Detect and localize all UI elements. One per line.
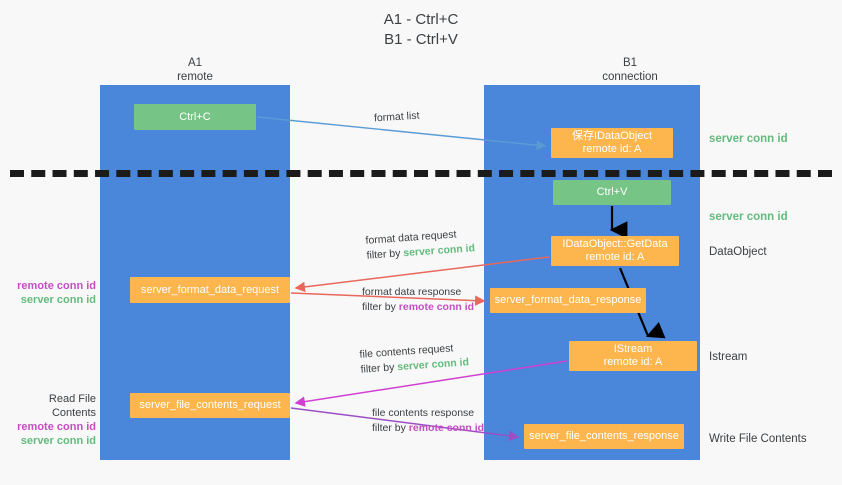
label-dataobject: DataObject	[709, 246, 767, 258]
column-header-a1: A1 remote	[177, 57, 213, 83]
label-server-conn-id-file: server conn id	[20, 435, 96, 447]
label-read-file-contents: Read File Contents	[48, 393, 96, 419]
caption-file-contents-response: file contents response filter by remote …	[372, 406, 484, 436]
filter-prefix: filter by	[362, 301, 399, 313]
label-istream: Istream	[709, 351, 748, 363]
column-header-b1: B1 connection	[602, 57, 658, 83]
label-remote-conn-id-format: remote conn id	[17, 280, 96, 292]
filter-key-remote-conn-id: remote conn id	[408, 422, 485, 434]
box-server-file-contents-request[interactable]: server_file_contents_request	[130, 393, 290, 418]
filter-key-server-conn-id: server conn id	[396, 356, 470, 374]
box-istream[interactable]: IStream remote id: A	[569, 341, 697, 371]
filter-prefix: filter by	[366, 247, 404, 262]
box-idataobject-getdata[interactable]: IDataObject::GetData remote id: A	[551, 236, 679, 266]
caption-line-1: format data response	[362, 286, 462, 298]
filter-key-remote-conn-id: remote conn id	[398, 301, 475, 313]
box-ctrl-c[interactable]: Ctrl+C	[134, 104, 256, 130]
caption-line-1: file contents response	[372, 407, 475, 419]
page-title: A1 - Ctrl+C B1 - Ctrl+V	[383, 11, 459, 48]
caption-format-data-request: format data request filter by server con…	[365, 226, 475, 263]
label-server-conn-id-mid: server conn id	[709, 211, 788, 223]
box-server-format-data-response[interactable]: server_format_data_response	[490, 288, 646, 313]
label-server-conn-id-format: server conn id	[20, 294, 96, 306]
box-save-idataobject[interactable]: 保存IDataObject remote id: A	[551, 128, 673, 158]
dashed-divider	[10, 170, 832, 177]
filter-key-server-conn-id: server conn id	[402, 242, 476, 260]
box-ctrl-v[interactable]: Ctrl+V	[553, 180, 671, 205]
label-server-conn-id-top: server conn id	[709, 133, 788, 145]
caption-line-2: filter by remote conn id	[372, 421, 484, 436]
label-remote-conn-id-file: remote conn id	[17, 421, 96, 433]
caption-format-data-response: format data response filter by remote co…	[362, 285, 474, 315]
caption-format-list: format list	[373, 109, 420, 125]
label-format-conn-ids: remote conn id server conn id	[10, 279, 96, 307]
caption-line-2: filter by remote conn id	[362, 300, 474, 315]
box-server-format-data-request[interactable]: server_format_data_request	[130, 277, 290, 303]
caption-file-contents-request: file contents request filter by server c…	[359, 340, 469, 377]
label-file-conn-ids: Read File Contents remote conn id server…	[10, 392, 96, 448]
box-server-file-contents-response[interactable]: server_file_contents_response	[524, 424, 684, 449]
filter-prefix: filter by	[372, 422, 409, 434]
label-write-file-contents: Write File Contents	[709, 433, 807, 445]
filter-prefix: filter by	[360, 361, 398, 376]
